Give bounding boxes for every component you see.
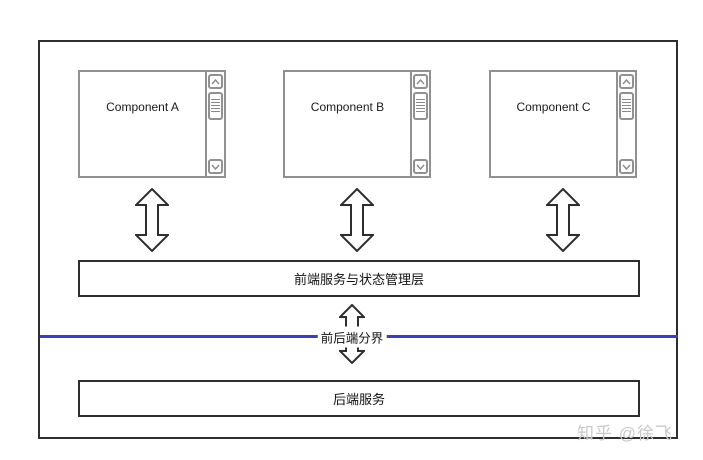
scrollbar bbox=[410, 72, 429, 176]
watermark: 知乎 @徐飞 bbox=[577, 424, 673, 443]
double-arrow-icon bbox=[135, 188, 169, 252]
frontend-layer-box: 前端服务与状态管理层 bbox=[78, 260, 640, 297]
scrollbar bbox=[616, 72, 635, 176]
component-window-a: Component A bbox=[78, 70, 226, 178]
backend-layer-label: 后端服务 bbox=[332, 392, 385, 407]
thumb-grip-icon bbox=[416, 99, 425, 113]
scroll-down-icon bbox=[413, 159, 428, 174]
backend-layer-box: 后端服务 bbox=[78, 380, 640, 417]
scroll-down-icon bbox=[208, 159, 223, 174]
scrollbar bbox=[205, 72, 224, 176]
frontend-layer-label: 前端服务与状态管理层 bbox=[293, 272, 424, 287]
double-arrow-icon bbox=[546, 188, 580, 252]
scroll-up-icon bbox=[619, 74, 634, 89]
diagram-outer-frame bbox=[38, 40, 678, 439]
double-arrow-icon bbox=[340, 188, 374, 252]
component-a-label: Component A bbox=[106, 100, 179, 114]
component-c-label: Component C bbox=[516, 100, 591, 114]
thumb-grip-icon bbox=[211, 99, 220, 113]
component-window-b: Component B bbox=[283, 70, 431, 178]
component-window-c: Component C bbox=[489, 70, 637, 178]
scrollbar-thumb bbox=[208, 92, 223, 120]
thumb-grip-icon bbox=[622, 99, 631, 113]
scroll-up-icon bbox=[208, 74, 223, 89]
scroll-up-icon bbox=[413, 74, 428, 89]
scrollbar-thumb bbox=[413, 92, 428, 120]
scroll-down-icon bbox=[619, 159, 634, 174]
boundary-label: 前后端分界 bbox=[317, 326, 387, 348]
scrollbar-thumb bbox=[619, 92, 634, 120]
component-b-label: Component B bbox=[310, 100, 385, 114]
